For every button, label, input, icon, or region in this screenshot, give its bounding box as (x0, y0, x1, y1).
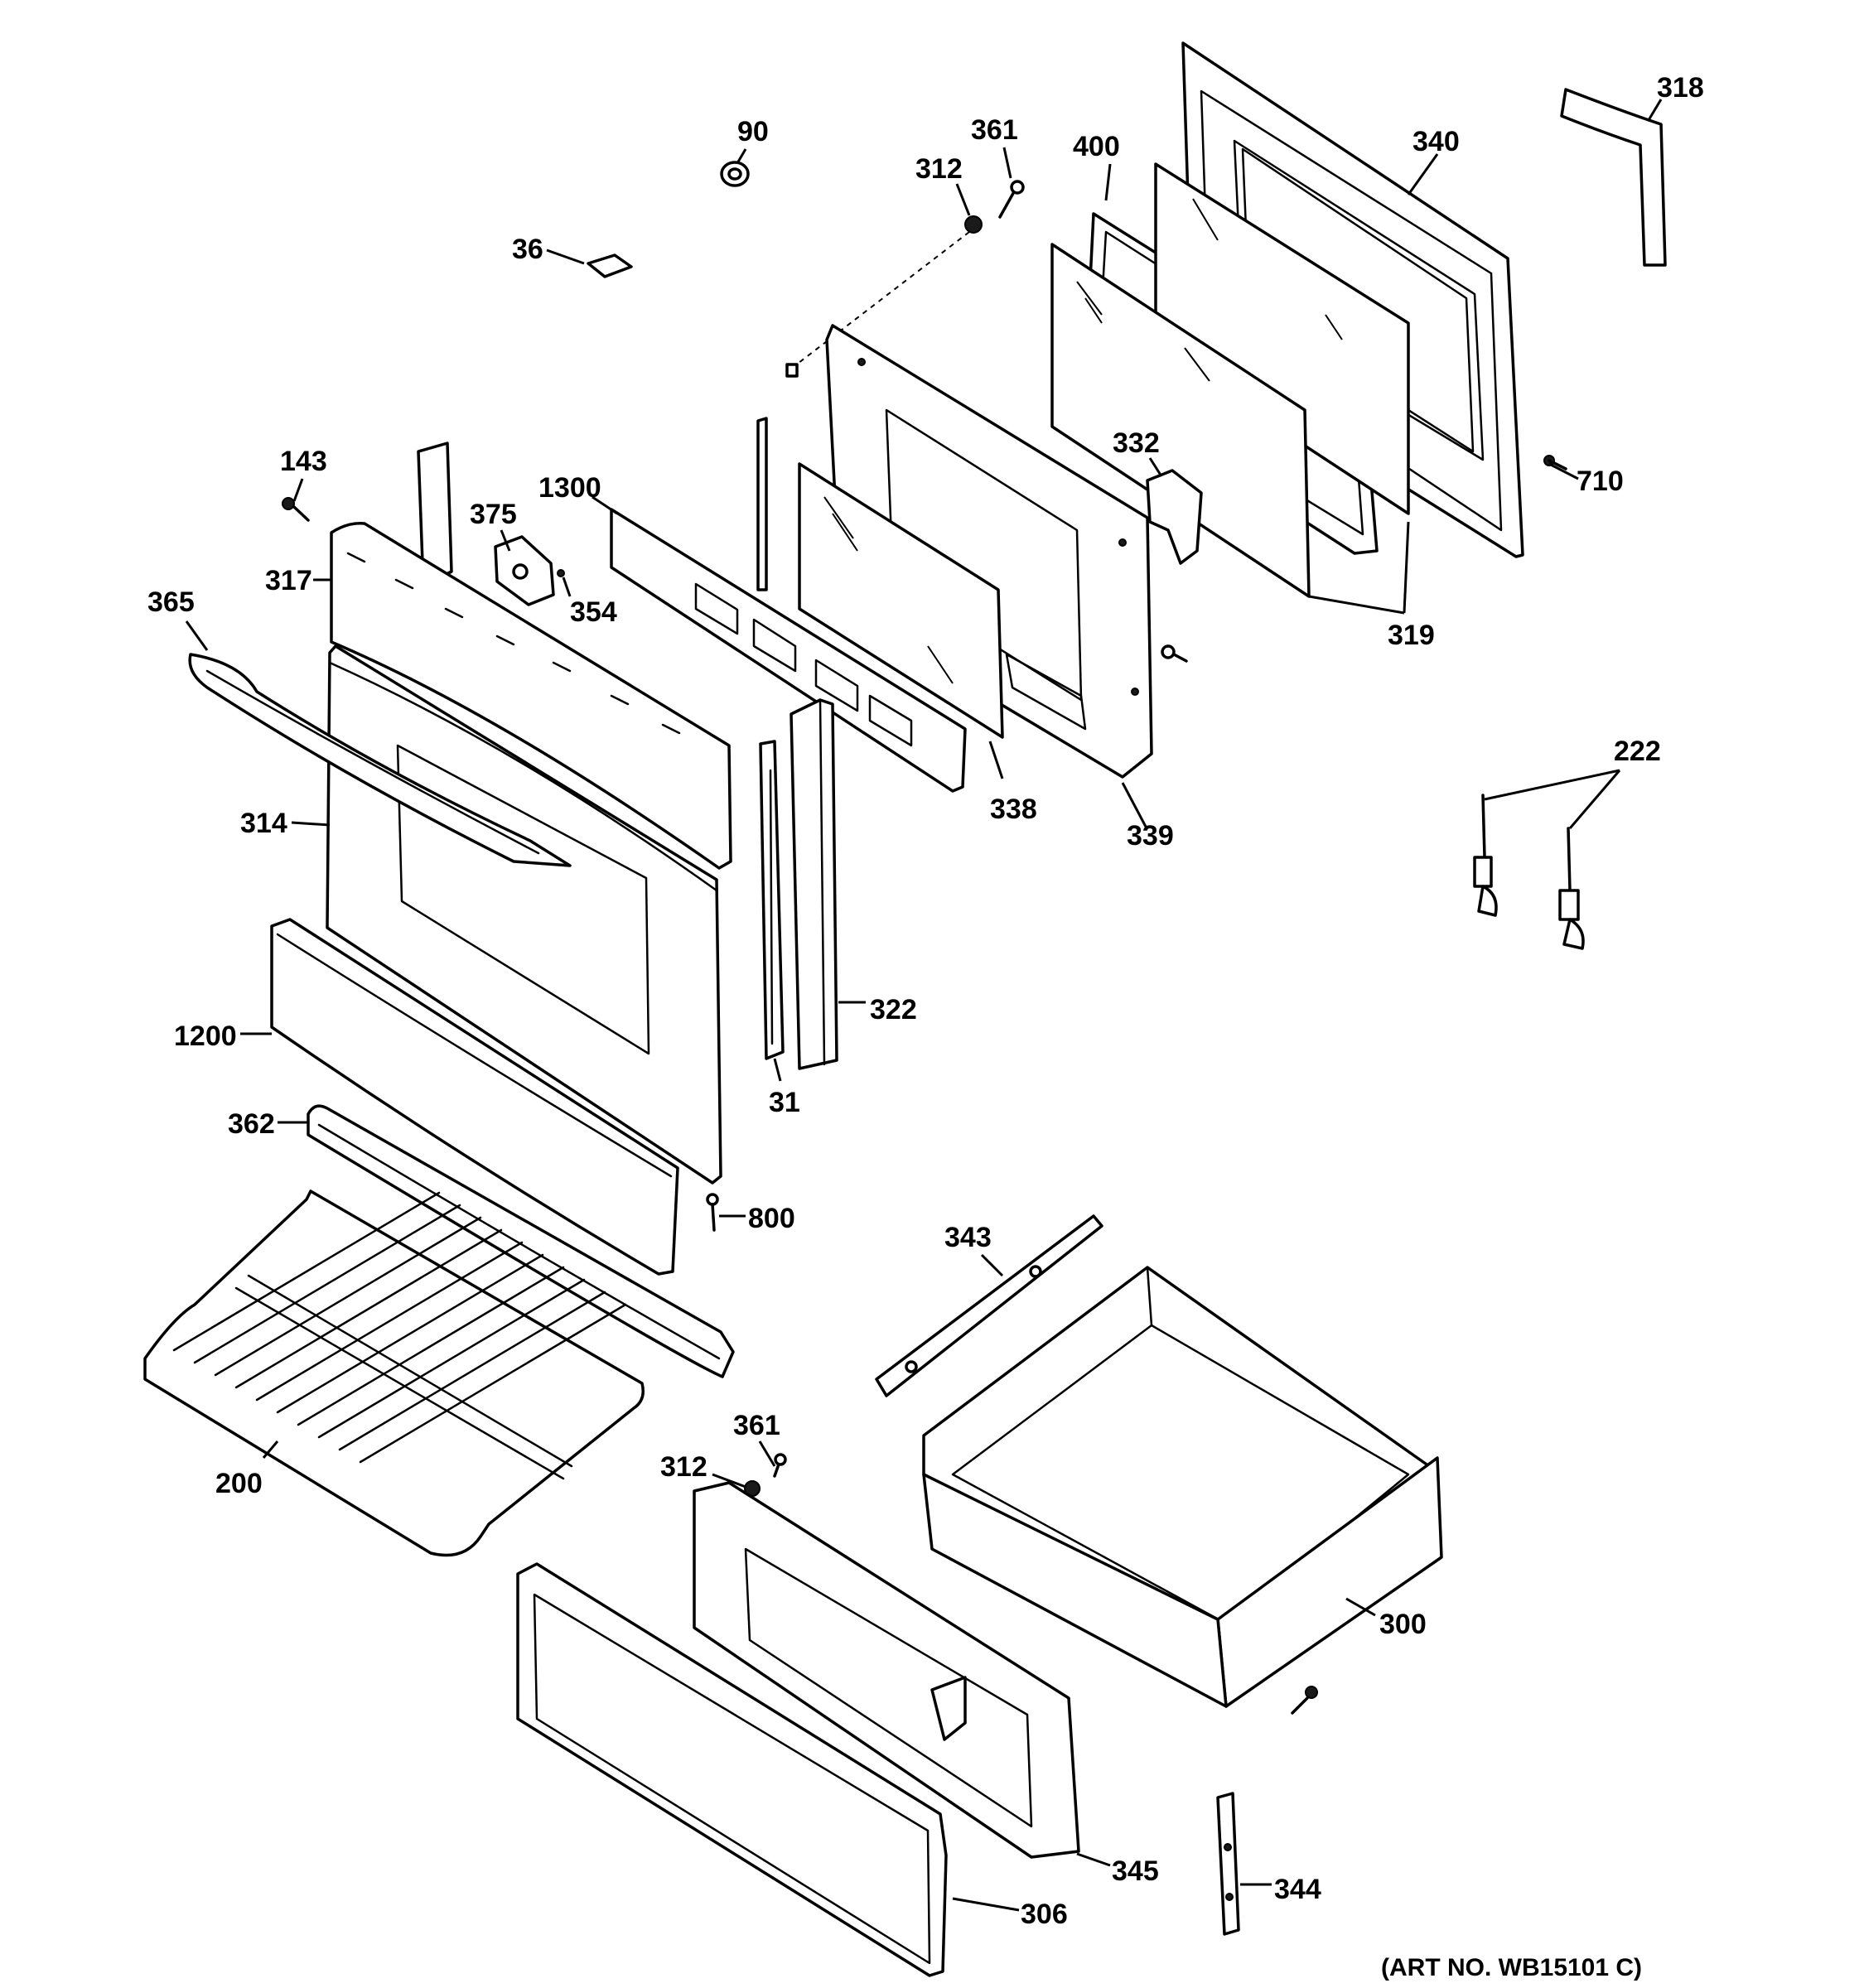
callout-361-bottom: 361 (733, 1410, 780, 1441)
part-306-drawer-front (516, 1562, 948, 1977)
part-375-hinge-bracket (494, 535, 555, 606)
part-354-screw (557, 569, 565, 577)
callout-314: 314 (240, 808, 287, 839)
callout-343: 343 (944, 1222, 992, 1253)
callout-800: 800 (748, 1203, 795, 1234)
part-300-drawer-box (922, 1266, 1443, 1708)
part-312-361-top-fasteners (785, 180, 1025, 378)
callout-31: 31 (769, 1087, 800, 1118)
part-222-hinges (1473, 794, 1585, 950)
callout-312-bottom: 312 (660, 1451, 707, 1483)
hinge-left (1473, 794, 1498, 917)
callout-1300: 1300 (538, 472, 601, 504)
part-322-side-channel (790, 698, 838, 1070)
callout-338: 338 (990, 794, 1037, 825)
part-710-screw (1543, 455, 1567, 470)
leader-lines (185, 99, 1663, 1912)
callout-200: 200 (215, 1468, 263, 1499)
part-143-screw (282, 497, 310, 522)
callout-710: 710 (1577, 466, 1624, 497)
callout-339: 339 (1127, 820, 1174, 852)
part-312-361-bottom-fasteners (744, 1453, 787, 1497)
callout-332: 332 (1113, 427, 1160, 459)
part-318-gasket (1560, 88, 1667, 267)
art-number: (ART NO. WB15101 C) (1381, 1954, 1642, 1981)
callout-400: 400 (1073, 131, 1120, 162)
part-319-glass-rear (1154, 162, 1410, 515)
callout-1200: 1200 (174, 1021, 237, 1052)
callout-318: 318 (1657, 72, 1704, 104)
callout-143: 143 (280, 446, 327, 477)
callout-362: 362 (228, 1108, 275, 1140)
callout-322: 322 (870, 994, 917, 1025)
hinge-right (1558, 827, 1585, 950)
part-344-drawer-bracket (1216, 1792, 1240, 1936)
part-343-drawer-rail (875, 1214, 1103, 1397)
part-317-top-trim (330, 521, 732, 870)
part-365-door-handle (188, 653, 572, 867)
part-800-screw (706, 1193, 719, 1232)
callout-labels: 90 361 312 400 340 318 36 143 1300 375 3… (147, 72, 1704, 1981)
callout-354: 354 (570, 596, 617, 628)
callout-345: 345 (1112, 1855, 1159, 1887)
part-1300-vent-panel (610, 508, 967, 793)
callout-306: 306 (1021, 1899, 1068, 1930)
part-314-outer-door (326, 644, 722, 1185)
callout-361-top: 361 (971, 114, 1018, 146)
part-36-clip (587, 253, 633, 278)
part-300-screw (1291, 1686, 1318, 1715)
callout-344: 344 (1274, 1874, 1321, 1905)
part-362-vent-trim (307, 1104, 735, 1378)
part-200-oven-rack (143, 1189, 645, 1557)
callout-300: 300 (1379, 1609, 1427, 1640)
callout-317: 317 (265, 565, 312, 596)
part-345-drawer-frame (693, 1481, 1080, 1859)
callout-36: 36 (512, 234, 543, 265)
part-90-grommet (720, 161, 750, 187)
part-1300-side-bracket (756, 417, 768, 591)
callout-312-top: 312 (915, 153, 963, 185)
callout-222: 222 (1614, 736, 1661, 767)
callout-340: 340 (1412, 126, 1460, 157)
callout-365: 365 (147, 586, 195, 618)
callout-319: 319 (1388, 620, 1435, 651)
callout-90: 90 (737, 116, 769, 147)
part-1200-kick-panel (270, 918, 679, 1276)
part-338-door-glass (798, 462, 1004, 739)
part-332-bracket (1146, 469, 1203, 565)
part-339-screw (1161, 644, 1188, 663)
callout-375: 375 (470, 499, 517, 530)
part-31-side-trim (759, 740, 785, 1060)
part-317-side-channel (417, 442, 453, 577)
